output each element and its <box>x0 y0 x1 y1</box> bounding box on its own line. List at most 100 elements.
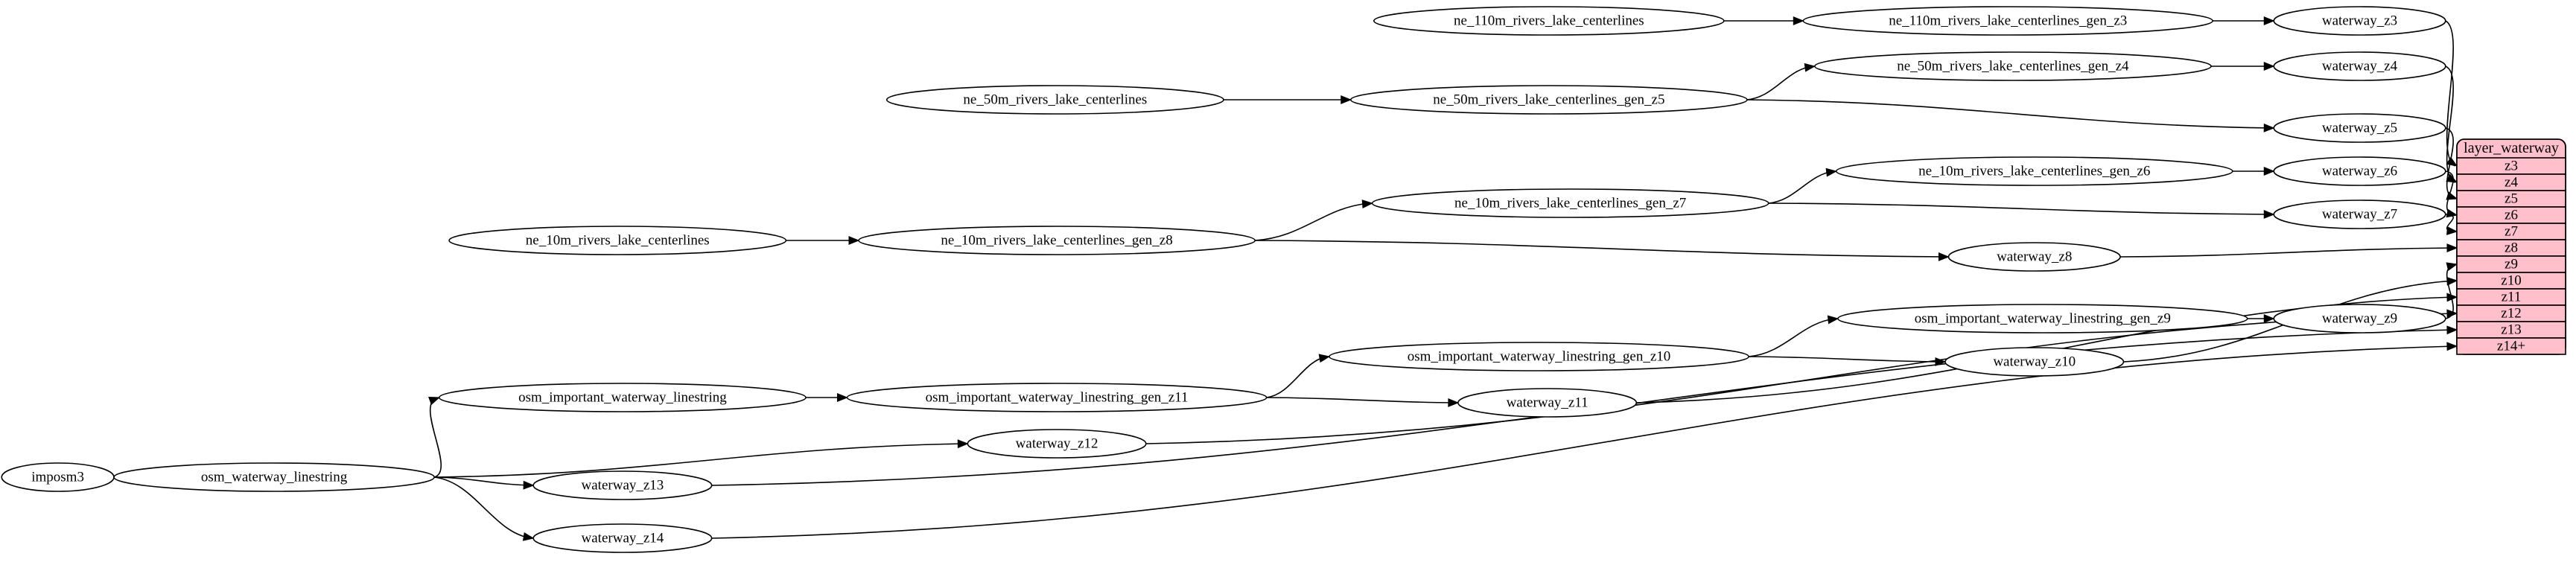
edge-arrowhead <box>522 532 535 541</box>
node-shape <box>1947 242 2121 272</box>
node-ne_10m_rivers_lake_centerlines_gen_z8[interactable]: ne_10m_rivers_lake_centerlines_gen_z8 <box>858 226 1256 255</box>
node-label: waterway_z11 <box>1507 395 1588 410</box>
layer-table-row-label: z11 <box>2502 289 2522 304</box>
edge-ne_10m_rivers_lake_centerlines_gen_z7-to-waterway_z7 <box>1768 202 2272 215</box>
edge-ne_10m_rivers_lake_centerlines_gen_z8-to-waterway_z8 <box>1255 240 1947 258</box>
edge-arrowhead <box>428 396 441 406</box>
edge-waterway_z4-to-layer_waterway-z4 <box>2445 66 2455 183</box>
node-label: imposm3 <box>31 469 84 485</box>
edge-arrowhead <box>2446 262 2458 271</box>
node-waterway_z5[interactable]: waterway_z5 <box>2273 113 2446 143</box>
node-label: ne_10m_rivers_lake_centerlines <box>526 232 710 248</box>
node-waterway_z9[interactable]: waterway_z9 <box>2273 304 2446 334</box>
node-ne_50m_rivers_lake_centerlines_gen_z4[interactable]: ne_50m_rivers_lake_centerlines_gen_z4 <box>1814 51 2212 81</box>
node-waterway_z12[interactable]: waterway_z12 <box>967 429 1147 459</box>
node-ne_50m_rivers_lake_centerlines_gen_z5[interactable]: ne_50m_rivers_lake_centerlines_gen_z5 <box>1349 85 1748 115</box>
edge-arrowhead <box>2446 342 2458 351</box>
node-shape <box>2273 6 2446 36</box>
node-waterway_z10[interactable]: waterway_z10 <box>1944 347 2125 377</box>
node-ne_50m_rivers_lake_centerlines[interactable]: ne_50m_rivers_lake_centerlines <box>885 85 1224 115</box>
node-label: ne_10m_rivers_lake_centerlines_gen_z8 <box>941 232 1172 248</box>
edge-arrowhead <box>2263 167 2275 176</box>
node-shape <box>1944 347 2125 377</box>
node-label: waterway_z12 <box>1016 435 1098 451</box>
edge-ne_10m_rivers_lake_centerlines_gen_z8-to-ne_10m_rivers_lake_centerlines_gen_z7 <box>1255 202 1370 241</box>
edge-arrowhead <box>1448 398 1460 407</box>
edge-arrowhead <box>2446 243 2458 253</box>
edge-osm_important_waterway_linestring_gen_z10-to-osm_important_waterway_linestring_gen_z9 <box>1749 318 1836 357</box>
node-label: waterway_z7 <box>2322 206 2397 222</box>
edge-ne_50m_rivers_lake_centerlines_gen_z5-to-waterway_z5 <box>1746 99 2272 129</box>
edge-arrowhead <box>2446 276 2458 286</box>
node-waterway_z14[interactable]: waterway_z14 <box>532 523 713 553</box>
node-osm_important_waterway_linestring_gen_z10[interactable]: osm_important_waterway_linestring_gen_z1… <box>1329 342 1749 371</box>
node-ne_10m_rivers_lake_centerlines_gen_z7[interactable]: ne_10m_rivers_lake_centerlines_gen_z7 <box>1371 188 1769 218</box>
edge-arrowhead <box>1825 167 1837 177</box>
node-waterway_z6[interactable]: waterway_z6 <box>2273 156 2446 186</box>
node-waterway_z8[interactable]: waterway_z8 <box>1947 242 2121 272</box>
node-ne_10m_rivers_lake_centerlines_gen_z6[interactable]: ne_10m_rivers_lake_centerlines_gen_z6 <box>1835 156 2233 186</box>
edge-arrowhead <box>2263 314 2275 323</box>
edge-arrowhead <box>957 439 969 449</box>
layer-table-row-label: z4 <box>2505 174 2518 190</box>
edge-ne_10m_rivers_lake_centerlines_gen_z7-to-ne_10m_rivers_lake_centerlines_gen_z6 <box>1768 170 1834 204</box>
nodes-layer: imposm3 osm_waterway_linestring osm_import… <box>1 6 2446 553</box>
node-osm_important_waterway_linestring_gen_z9[interactable]: osm_important_waterway_linestring_gen_z9 <box>1837 304 2248 334</box>
node-shape <box>1329 342 1749 371</box>
edge-arrowhead <box>2263 209 2275 219</box>
node-osm_important_waterway_linestring[interactable]: osm_important_waterway_linestring <box>439 383 807 412</box>
node-osm_important_waterway_linestring_gen_z11[interactable]: osm_important_waterway_linestring_gen_z1… <box>846 383 1268 412</box>
node-ne_110m_rivers_lake_centerlines_gen_z3[interactable]: ne_110m_rivers_lake_centerlines_gen_z3 <box>1802 6 2213 36</box>
node-ne_10m_rivers_lake_centerlines[interactable]: ne_10m_rivers_lake_centerlines <box>448 226 787 255</box>
layer-waterway-table: layer_waterwayz3z4z5z6z7z8z9z10z11z12z13… <box>2456 138 2566 355</box>
edge-waterway_z8-to-layer_waterway-z8 <box>2120 247 2455 258</box>
node-label: waterway_z6 <box>2322 163 2397 179</box>
node-label: osm_important_waterway_linestring <box>518 389 727 405</box>
node-shape <box>113 462 435 492</box>
node-shape <box>532 523 713 553</box>
edge-osm_important_waterway_linestring_gen_z10-to-waterway_z10 <box>1749 356 1943 363</box>
layer-table-row-label: z10 <box>2501 272 2521 288</box>
edge-osm_important_waterway_linestring_gen_z11-to-waterway_z11 <box>1266 397 1456 403</box>
node-waterway_z4[interactable]: waterway_z4 <box>2273 51 2446 81</box>
edge-arrowhead <box>2446 309 2458 319</box>
layer-table-row-label: z8 <box>2505 240 2518 255</box>
edge-arrowhead <box>1793 16 1804 25</box>
edge-arrowhead <box>1318 354 1331 363</box>
node-waterway_z13[interactable]: waterway_z13 <box>532 470 713 500</box>
node-ne_110m_rivers_lake_centerlines[interactable]: ne_110m_rivers_lake_centerlines <box>1373 6 1725 36</box>
edge-waterway_z14-to-layer_waterway-z14+ <box>711 345 2455 539</box>
node-label: ne_50m_rivers_lake_centerlines_gen_z4 <box>1897 58 2129 74</box>
node-label: ne_110m_rivers_lake_centerlines <box>1454 13 1644 28</box>
edge-arrowhead <box>1938 252 1950 261</box>
node-label: ne_50m_rivers_lake_centerlines_gen_z5 <box>1433 92 1664 107</box>
node-label: waterway_z10 <box>1993 354 2076 369</box>
layer-table-row-label: z14+ <box>2497 338 2525 354</box>
node-shape <box>2273 200 2446 229</box>
edge-arrowhead <box>836 393 848 402</box>
node-waterway_z3[interactable]: waterway_z3 <box>2273 6 2446 36</box>
node-shape <box>885 85 1224 115</box>
edge-waterway_z3-to-layer_waterway-z3 <box>2445 20 2455 167</box>
node-imposm3[interactable]: imposm3 <box>1 462 115 492</box>
node-waterway_z11[interactable]: waterway_z11 <box>1457 388 1638 418</box>
node-waterway_z7[interactable]: waterway_z7 <box>2273 200 2446 229</box>
node-shape <box>439 383 807 412</box>
node-shape <box>1371 188 1769 218</box>
node-label: ne_10m_rivers_lake_centerlines_gen_z6 <box>1918 163 2150 179</box>
edge-osm_waterway_linestring-to-waterway_z13 <box>434 476 532 486</box>
edge-ne_50m_rivers_lake_centerlines_gen_z5-to-ne_50m_rivers_lake_centerlines_gen_z4 <box>1746 66 1813 100</box>
edge-osm_important_waterway_linestring_gen_z11-to-osm_important_waterway_linestring_gen_z10 <box>1266 356 1328 398</box>
layer-table-row-z14+[interactable] <box>2456 337 2566 355</box>
edge-osm_waterway_linestring-to-waterway_z14 <box>434 476 532 539</box>
edge-osm_waterway_linestring-to-waterway_z12 <box>434 443 966 478</box>
node-label: osm_waterway_linestring <box>201 469 348 485</box>
node-label: waterway_z4 <box>2322 58 2398 74</box>
edge-arrowhead <box>1341 95 1352 104</box>
layer-table-title: layer_waterway <box>2464 140 2559 156</box>
node-shape <box>2273 156 2446 186</box>
node-osm_waterway_linestring[interactable]: osm_waterway_linestring <box>113 462 435 492</box>
node-shape <box>1802 6 2213 36</box>
